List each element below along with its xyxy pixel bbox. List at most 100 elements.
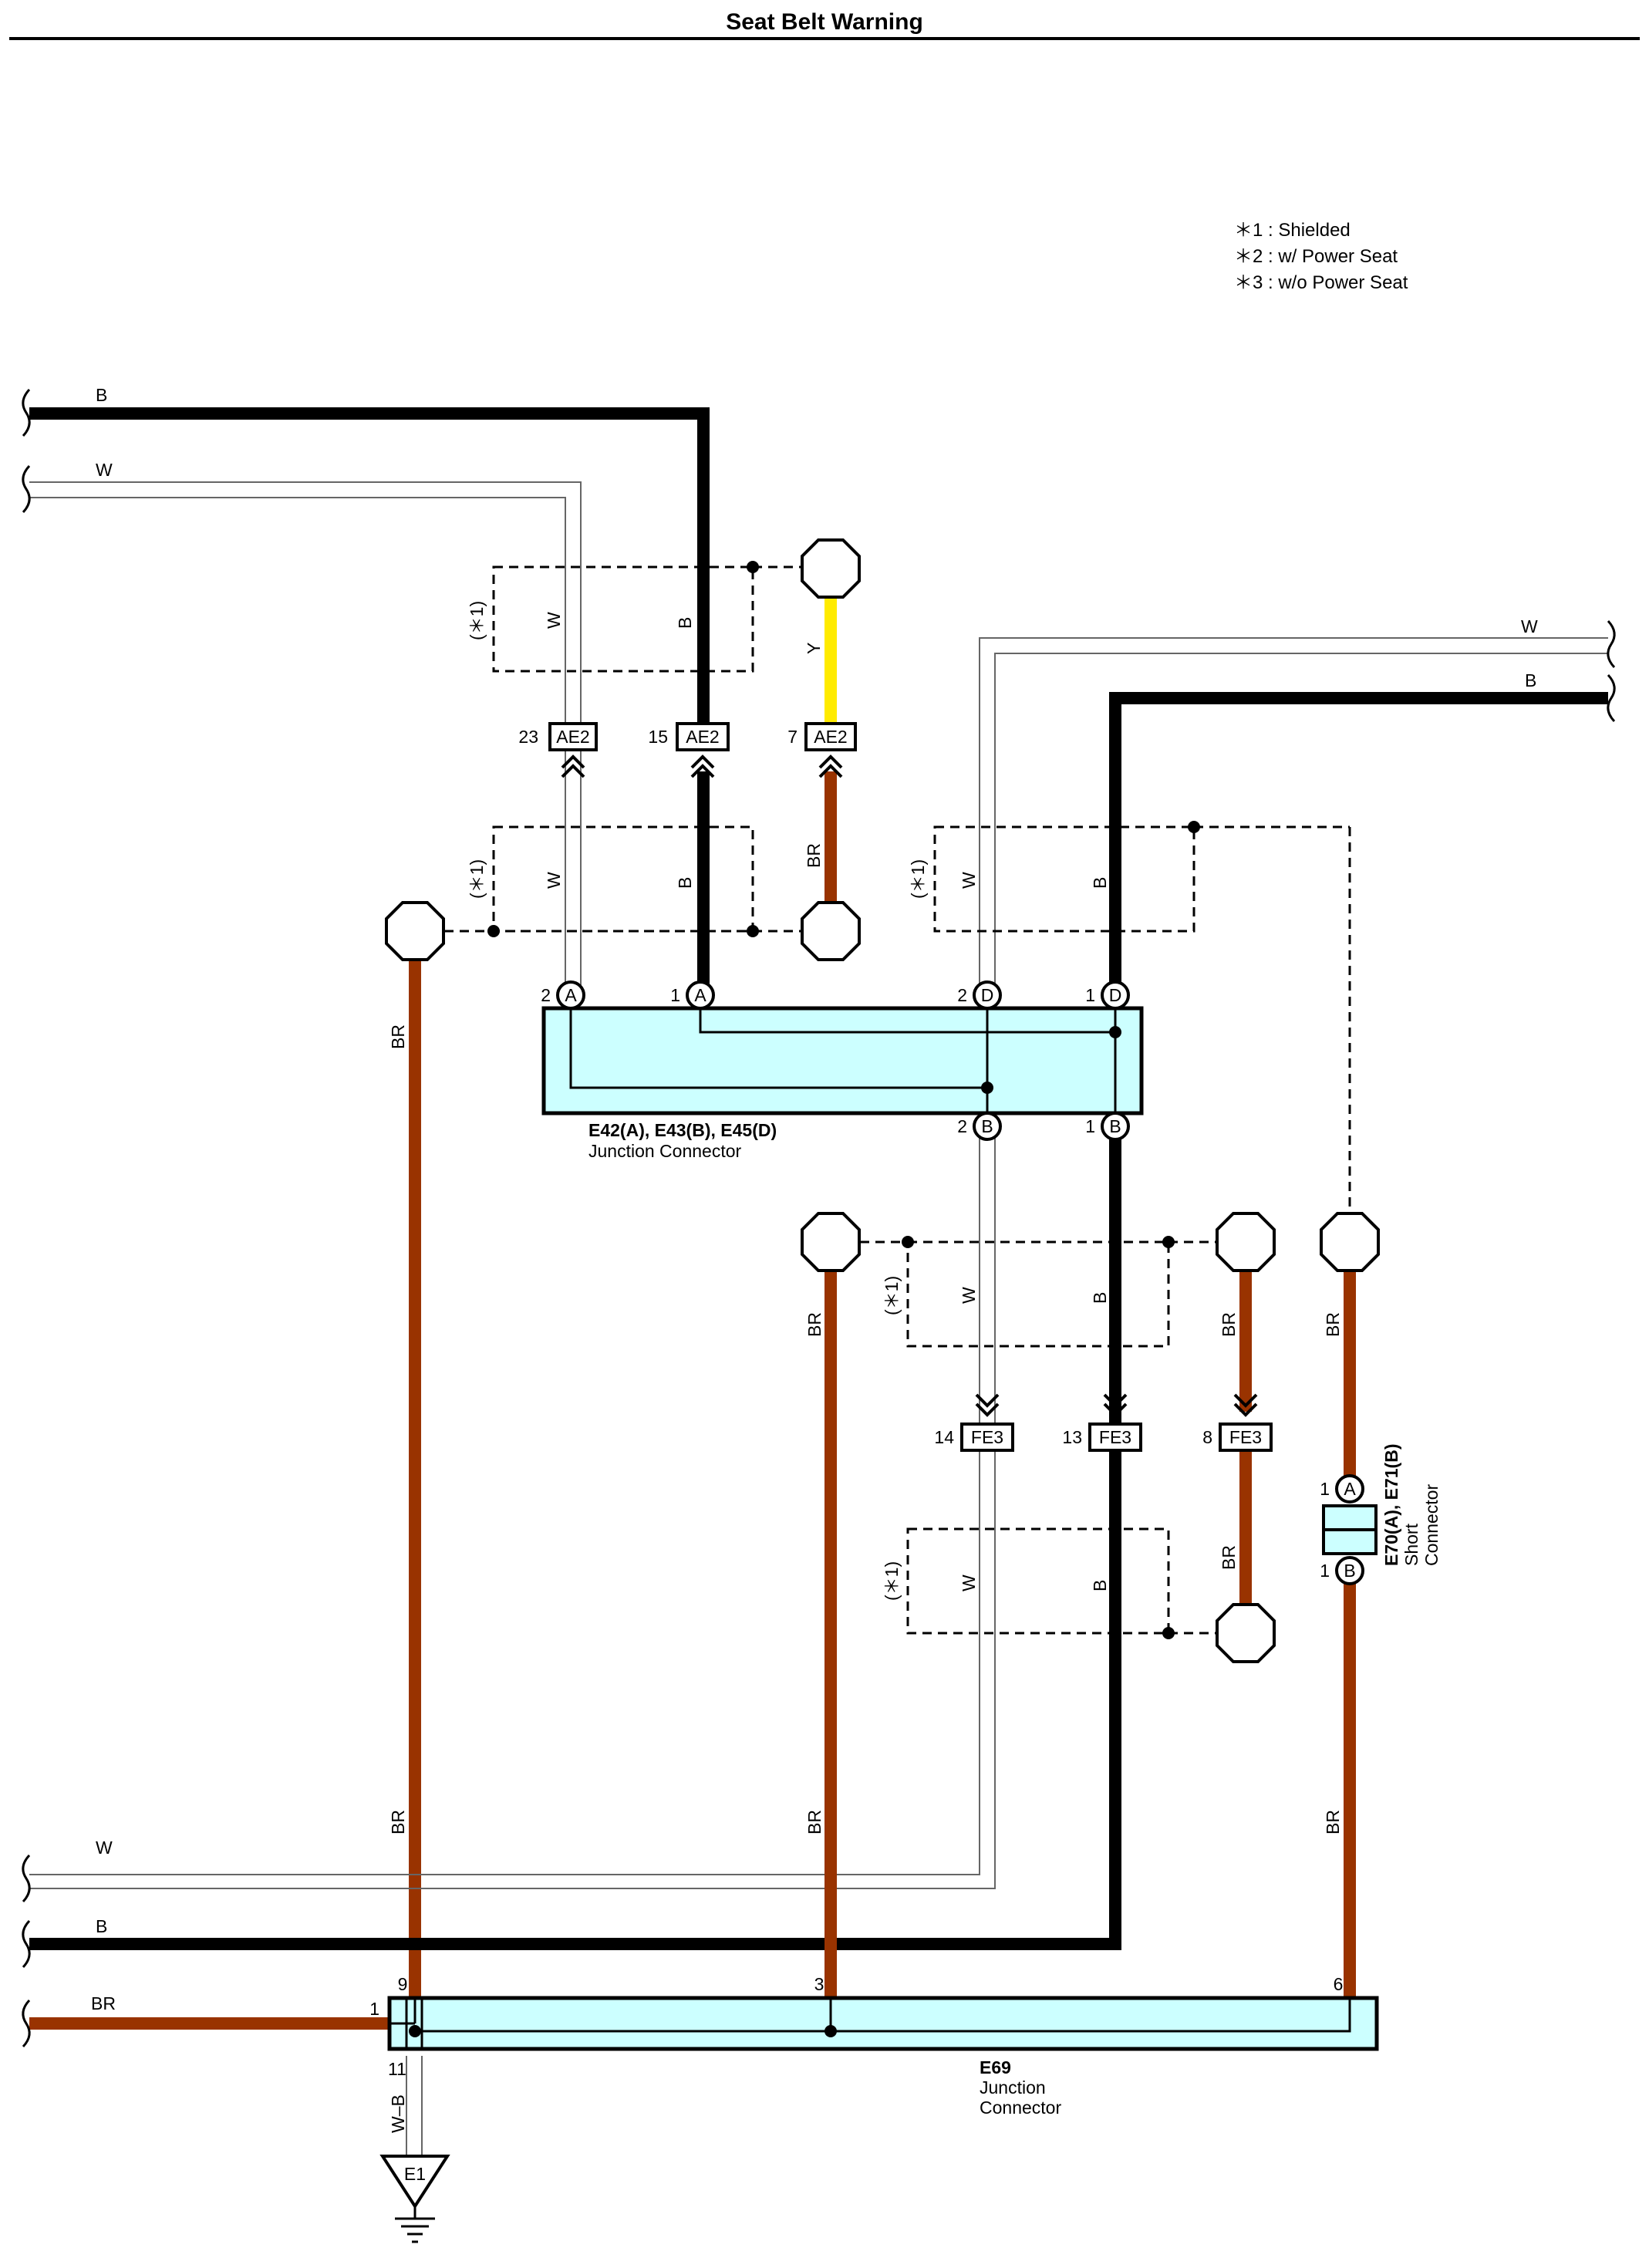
short-title: E70(A), E71(B) <box>1381 1444 1401 1566</box>
lbl-br-bottom: BR <box>91 1993 116 2013</box>
lbl-w-bottom: W <box>96 1838 113 1858</box>
junction-top-body <box>541 1006 1144 1115</box>
short-line2: Short <box>1401 1523 1421 1566</box>
wire-breaks <box>22 388 1616 2048</box>
lbl-b-shield4: B <box>1090 1292 1110 1304</box>
jt-pin-num-1: 2 <box>541 985 551 1005</box>
ground-e1: E1 <box>379 2155 450 2243</box>
e69-connector: 9 3 6 1 11 E69 Junction Connector <box>369 1974 1379 2118</box>
junction-connector-top: A A D D B B 2 1 2 1 2 1 E42(A), E43(B), … <box>541 980 1144 1161</box>
e69-pin-3: 3 <box>814 1974 824 1994</box>
ae2-chevrons <box>561 754 843 778</box>
lbl-w-top-left: W <box>96 460 113 480</box>
lbl-b-right: B <box>1525 670 1536 690</box>
jt-pin-num-4: 1 <box>1085 985 1095 1005</box>
e69-pin-6: 6 <box>1334 1974 1344 1994</box>
shield-boxes <box>444 565 1351 1635</box>
lbl-w-right: W <box>1521 616 1538 636</box>
ae2-box-7 <box>804 722 857 751</box>
ae2-connectors: AE2 AE2 AE2 23 15 7 <box>518 722 857 778</box>
break-left-w-top <box>22 464 31 514</box>
lbl-w-shield2: W <box>544 872 564 889</box>
lbl-b-shield1: B <box>675 617 695 629</box>
shield-box-2 <box>492 825 754 933</box>
wire-labels: B W W B W B BR W B Y (＊1) W B BR (＊1) W … <box>91 385 1538 2133</box>
ae2-pin-23: 23 <box>518 727 538 747</box>
wire-b-right <box>1109 692 1608 995</box>
tag-shield1: (＊1) <box>467 601 487 640</box>
ae2-label-15: AE2 <box>686 727 719 747</box>
octagon-mid-br <box>801 1212 861 1272</box>
ae2-label-23: AE2 <box>556 727 589 747</box>
short-pin-num-a: 1 <box>1320 1479 1330 1499</box>
short-pin-letter-b: B <box>1344 1561 1355 1581</box>
fe3-chevrons <box>975 1393 1258 1417</box>
ae2-pin-7: 7 <box>787 727 798 747</box>
legend-notes: ＊1 : Shielded ＊2 : w/ Power Seat ＊3 : w/… <box>1234 220 1408 293</box>
jt-pin-num-2: 1 <box>670 985 680 1005</box>
fe3-pin-14: 14 <box>934 1427 954 1447</box>
lbl-br-right-a: BR <box>1219 1312 1239 1337</box>
shield-box-1 <box>492 565 754 673</box>
jt-pin-letter-6: B <box>1109 1116 1121 1136</box>
jt-pin-num-3: 2 <box>957 985 967 1005</box>
lbl-b-shield3: B <box>1090 877 1110 889</box>
tag-shield2: (＊1) <box>467 859 487 899</box>
lbl-w-shield3: W <box>959 872 979 889</box>
fe3-connectors: FE3 FE3 FE3 14 13 8 <box>934 1393 1273 1452</box>
break-left-b-top <box>22 388 31 437</box>
fe3-label-14: FE3 <box>971 1427 1003 1447</box>
octagons <box>385 538 1380 1663</box>
lbl-w-shield1: W <box>544 612 564 629</box>
lbl-br-mid-top: BR <box>804 1312 824 1337</box>
note-3: ＊3 : w/o Power Seat <box>1234 272 1408 293</box>
ae2-box-23 <box>548 722 598 751</box>
lbl-br-left-bottom: BR <box>388 1810 408 1834</box>
wire-w-right-a <box>979 637 1608 995</box>
junction-top-title: E42(A), E43(B), E45(D) <box>588 1120 777 1140</box>
lbl-br-left-top: BR <box>388 1024 408 1049</box>
lbl-b-top-left: B <box>96 385 107 405</box>
wire-w-right-b <box>994 653 1608 995</box>
lbl-y: Y <box>804 643 824 654</box>
e69-pin-1: 1 <box>369 1999 379 2019</box>
octagon-fe3-br <box>1216 1603 1276 1663</box>
lbl-w-shield5: W <box>959 1574 979 1591</box>
e69-line2: Junction <box>980 2077 1046 2098</box>
jt-pin-letter-3: D <box>981 985 994 1005</box>
tag-shield4: (＊1) <box>882 1276 902 1315</box>
short-pin-num-b: 1 <box>1320 1561 1330 1581</box>
shield-box-5 <box>906 1527 1170 1635</box>
jt-pin-letter-5: B <box>981 1116 993 1136</box>
octagon-top-y <box>801 538 861 599</box>
wire-b-bottom <box>29 1126 1121 1950</box>
break-right-b <box>1607 673 1616 723</box>
tag-shield5: (＊1) <box>882 1561 902 1601</box>
ae2-pin-15: 15 <box>648 727 668 747</box>
lbl-b-bottom: B <box>96 1916 107 1936</box>
ground-label: E1 <box>404 2164 426 2184</box>
tag-shield3: (＊1) <box>908 859 928 899</box>
break-left-b-bottom <box>22 1919 31 1969</box>
fe3-pin-8: 8 <box>1202 1427 1212 1447</box>
lbl-b-shield5: B <box>1090 1580 1110 1591</box>
break-right-w <box>1607 619 1616 669</box>
ae2-box-15 <box>676 722 730 751</box>
ae2-label-7: AE2 <box>814 727 847 747</box>
lbl-wb: W–B <box>388 2094 408 2133</box>
wire-w-bottom-a <box>29 1126 980 1875</box>
fe3-label-13: FE3 <box>1099 1427 1131 1447</box>
octagon-left-br <box>385 901 445 961</box>
lbl-br-mid-bottom: BR <box>804 1810 824 1834</box>
break-left-w-bottom <box>22 1854 31 1903</box>
e69-pin-9: 9 <box>398 1974 408 1994</box>
wire-w-top-left-b <box>29 497 566 995</box>
note-1: ＊1 : Shielded <box>1234 220 1351 241</box>
lbl-br-short-lower: BR <box>1323 1810 1343 1834</box>
short-line3: Connector <box>1421 1484 1442 1566</box>
shield-box-3 <box>933 825 1195 933</box>
short-pin-letter-a: A <box>1344 1479 1356 1499</box>
page-title: Seat Belt Warning <box>726 9 923 35</box>
wire-w-bottom-b <box>29 1126 996 1889</box>
